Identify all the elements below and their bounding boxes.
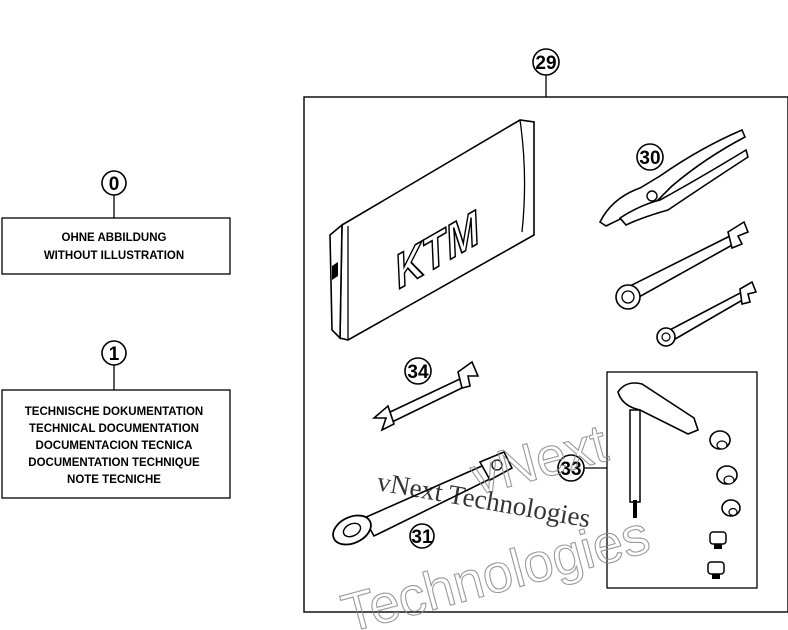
technical-documentation-box: TECHNISCHE DOKUMENTATION TECHNICAL DOCUM… [1, 389, 231, 499]
open-end-wrench [371, 360, 480, 432]
svg-text:WITHOUT ILLUSTRATION: WITHOUT ILLUSTRATION [44, 250, 184, 262]
svg-text:33: 33 [560, 459, 581, 480]
combination-wrench-small [656, 280, 758, 347]
svg-text:0: 0 [109, 174, 120, 195]
svg-text:34: 34 [407, 362, 429, 383]
socket-set-box [606, 371, 758, 589]
callout-30: 30 [636, 143, 664, 171]
tool-bag [329, 119, 535, 341]
callout-29: 29 [532, 48, 560, 97]
ratchet-wrench [332, 450, 514, 546]
svg-text:DOCUMENTACION TECNICA: DOCUMENTACION TECNICA [36, 440, 193, 452]
svg-text:1: 1 [109, 344, 120, 365]
t-handle-driver [617, 382, 699, 518]
callout-0: 0 [101, 170, 127, 218]
svg-text:OHNE ABBILDUNG: OHNE ABBILDUNG [62, 232, 167, 244]
callout-33: 33 [557, 454, 607, 482]
svg-text:NOTE TECNICHE: NOTE TECNICHE [67, 474, 161, 486]
combination-wrench-large [615, 220, 750, 310]
svg-text:TECHNISCHE DOKUMENTATION: TECHNISCHE DOKUMENTATION [25, 406, 203, 418]
svg-text:DOCUMENTATION TECHNIQUE: DOCUMENTATION TECHNIQUE [28, 457, 200, 469]
svg-text:29: 29 [535, 53, 556, 74]
without-illustration-box: OHNE ABBILDUNG WITHOUT ILLUSTRATION [1, 217, 231, 275]
pliers [598, 128, 749, 227]
tool-kit-frame [303, 96, 788, 613]
svg-text:31: 31 [411, 527, 433, 548]
callout-34: 34 [404, 357, 432, 385]
callout-1: 1 [101, 340, 127, 390]
svg-text:30: 30 [639, 148, 660, 169]
socket-bits [707, 430, 741, 579]
callout-31: 31 [409, 523, 435, 549]
svg-text:TECHNICAL DOCUMENTATION: TECHNICAL DOCUMENTATION [29, 423, 199, 435]
